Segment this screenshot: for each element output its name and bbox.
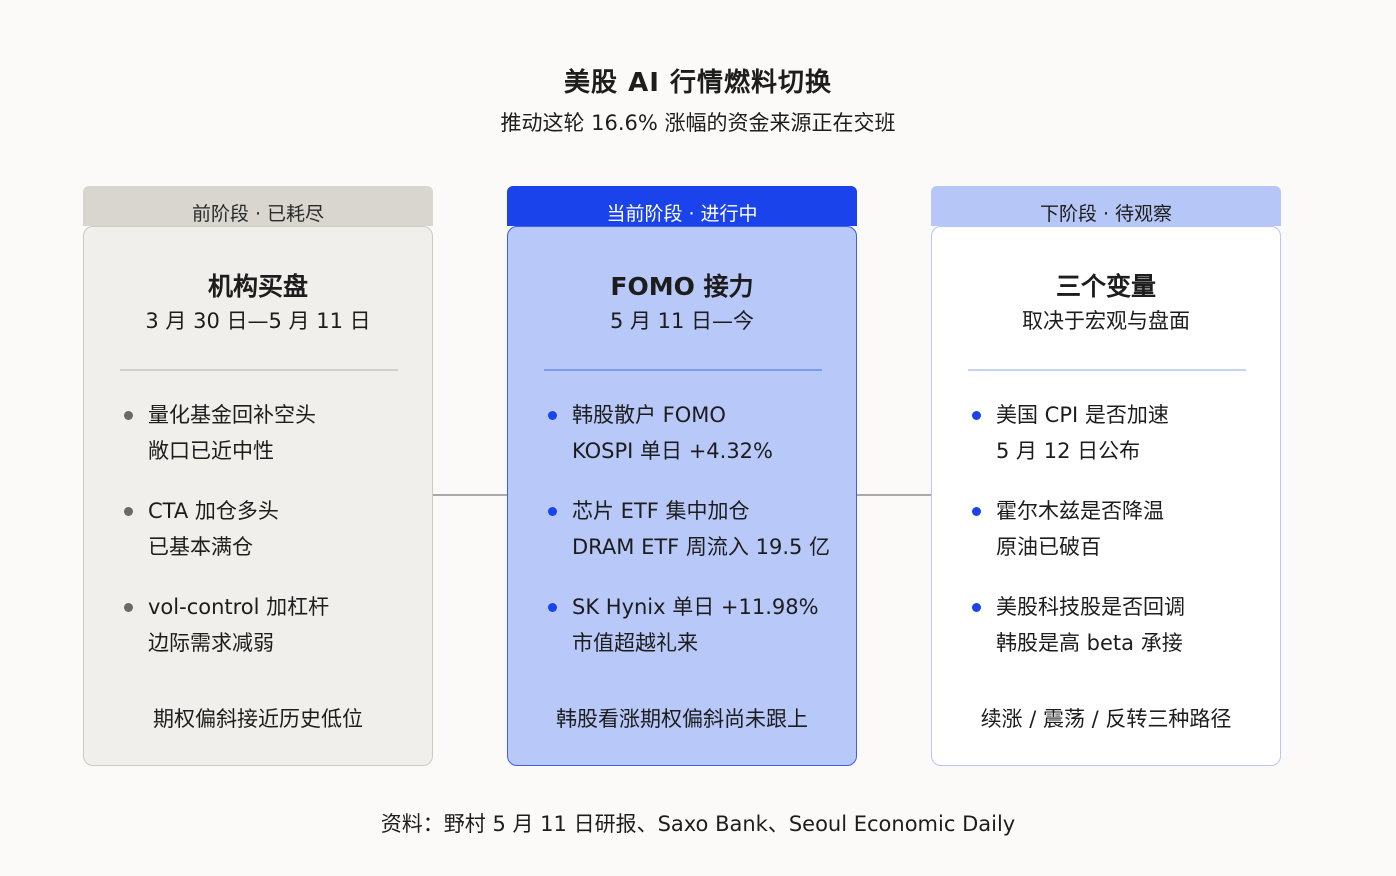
connector-line xyxy=(433,494,507,496)
bullet-line: CTA 加仓多头 xyxy=(148,499,279,523)
bullet-detail: 5 月 12 日公布 xyxy=(996,439,1141,463)
stage-title: 机构买盘 xyxy=(207,272,308,301)
stage-footer: 韩股看涨期权偏斜尚未跟上 xyxy=(556,707,808,731)
bullet-detail: 敞口已近中性 xyxy=(148,439,274,463)
bullet-dot-icon xyxy=(124,507,133,516)
bullet-detail: KOSPI 单日 +4.32% xyxy=(572,439,773,463)
bullet-line: 美股科技股是否回调 xyxy=(996,595,1185,619)
stage-title: FOMO 接力 xyxy=(610,272,754,301)
bullet-dot-icon xyxy=(972,603,981,612)
bullet-dot-icon xyxy=(972,411,981,420)
divider xyxy=(120,369,398,371)
bullet-item: 量化基金回补空头 敞口已近中性 xyxy=(84,397,432,493)
bullet-item: 美国 CPI 是否加速 5 月 12 日公布 xyxy=(932,397,1280,493)
stage-card: FOMO 接力 5 月 11 日—今 韩股散户 FOMO KOSPI 单日 +4… xyxy=(507,226,857,766)
divider xyxy=(544,369,822,371)
stage-card: 机构买盘 3 月 30 日—5 月 11 日 量化基金回补空头 敞口已近中性 C… xyxy=(83,226,433,766)
bullet-list: 量化基金回补空头 敞口已近中性 CTA 加仓多头 已基本满仓 vol-contr… xyxy=(84,397,432,685)
stage-tab: 当前阶段 · 进行中 xyxy=(507,186,857,226)
stage-previous: 前阶段 · 已耗尽 机构买盘 3 月 30 日—5 月 11 日 量化基金回补空… xyxy=(83,186,433,766)
stage-footer: 期权偏斜接近历史低位 xyxy=(153,707,363,731)
bullet-dot-icon xyxy=(548,411,557,420)
bullet-list: 美国 CPI 是否加速 5 月 12 日公布 霍尔木兹是否降温 原油已破百 美股… xyxy=(932,397,1280,685)
stage-title: 三个变量 xyxy=(1055,272,1156,301)
bullet-dot-icon xyxy=(124,603,133,612)
bullet-dot-icon xyxy=(972,507,981,516)
bullet-detail: 已基本满仓 xyxy=(148,535,253,559)
bullet-detail: 原油已破百 xyxy=(996,535,1101,559)
stage-footer: 续涨 / 震荡 / 反转三种路径 xyxy=(980,707,1232,731)
bullet-detail: 韩股是高 beta 承接 xyxy=(996,631,1183,655)
stage-tab: 下阶段 · 待观察 xyxy=(931,186,1281,226)
bullet-item: 韩股散户 FOMO KOSPI 单日 +4.32% xyxy=(508,397,856,493)
bullet-dot-icon xyxy=(548,507,557,516)
stage-period: 3 月 30 日—5 月 11 日 xyxy=(145,309,371,333)
page-title: 美股 AI 行情燃料切换 xyxy=(564,68,832,98)
bullet-detail: 边际需求减弱 xyxy=(148,631,274,655)
bullet-line: 霍尔木兹是否降温 xyxy=(996,499,1164,523)
bullet-line: 芯片 ETF 集中加仓 xyxy=(572,499,750,523)
bullet-item: 美股科技股是否回调 韩股是高 beta 承接 xyxy=(932,589,1280,685)
bullet-item: 霍尔木兹是否降温 原油已破百 xyxy=(932,493,1280,589)
bullet-list: 韩股散户 FOMO KOSPI 单日 +4.32% 芯片 ETF 集中加仓 DR… xyxy=(508,397,856,685)
page-subtitle: 推动这轮 16.6% 涨幅的资金来源正在交班 xyxy=(500,111,896,135)
bullet-line: SK Hynix 单日 +11.98% xyxy=(572,595,819,619)
stage-next: 下阶段 · 待观察 三个变量 取决于宏观与盘面 美国 CPI 是否加速 5 月 … xyxy=(931,186,1281,766)
stage-period: 5 月 11 日—今 xyxy=(609,309,755,333)
bullet-line: 韩股散户 FOMO xyxy=(572,403,726,427)
source-note: 资料：野村 5 月 11 日研报、Saxo Bank、Seoul Economi… xyxy=(380,812,1016,836)
bullet-dot-icon xyxy=(124,411,133,420)
stage-tab: 前阶段 · 已耗尽 xyxy=(83,186,433,226)
bullet-line: vol-control 加杠杆 xyxy=(148,595,330,619)
bullet-detail: 市值超越礼来 xyxy=(572,631,698,655)
connector-line xyxy=(857,494,931,496)
stage-period: 取决于宏观与盘面 xyxy=(1022,309,1190,333)
bullet-dot-icon xyxy=(548,603,557,612)
bullet-detail: DRAM ETF 周流入 19.5 亿 xyxy=(572,535,831,559)
bullet-item: CTA 加仓多头 已基本满仓 xyxy=(84,493,432,589)
bullet-line: 量化基金回补空头 xyxy=(148,403,316,427)
divider xyxy=(968,369,1246,371)
bullet-item: 芯片 ETF 集中加仓 DRAM ETF 周流入 19.5 亿 xyxy=(508,493,856,589)
stage-current: 当前阶段 · 进行中 FOMO 接力 5 月 11 日—今 韩股散户 FOMO … xyxy=(507,186,857,766)
bullet-line: 美国 CPI 是否加速 xyxy=(996,403,1169,427)
bullet-item: vol-control 加杠杆 边际需求减弱 xyxy=(84,589,432,685)
bullet-item: SK Hynix 单日 +11.98% 市值超越礼来 xyxy=(508,589,856,685)
stage-card: 三个变量 取决于宏观与盘面 美国 CPI 是否加速 5 月 12 日公布 霍尔木… xyxy=(931,226,1281,766)
